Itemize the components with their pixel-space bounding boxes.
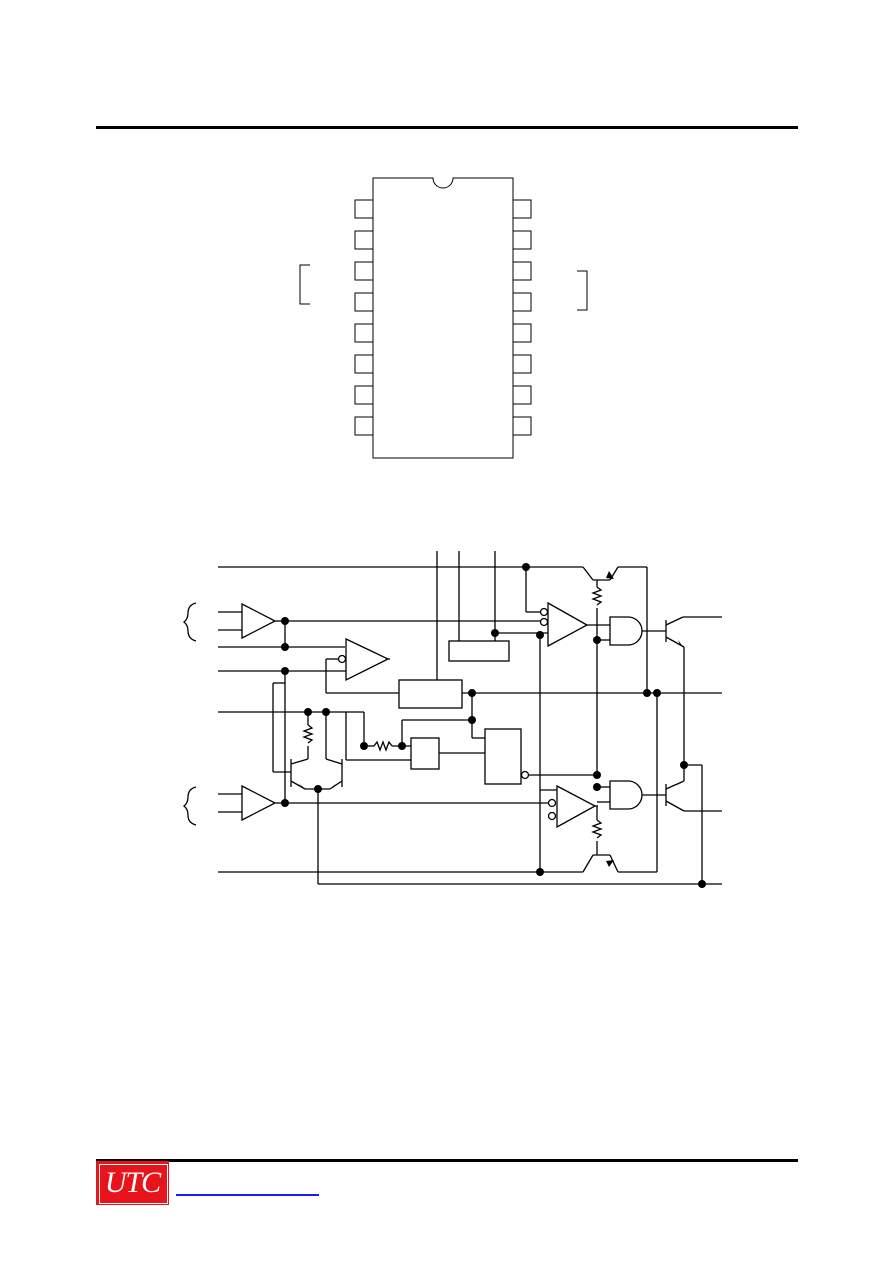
header-rule bbox=[96, 126, 798, 129]
footer-rule bbox=[96, 1159, 798, 1162]
right-pins bbox=[512, 199, 532, 436]
logo-text: UTC bbox=[104, 1166, 161, 1199]
pin-configuration-diagram bbox=[299, 177, 588, 459]
right-bracket bbox=[577, 270, 588, 311]
left-bracket bbox=[299, 264, 310, 305]
left-pins bbox=[354, 199, 374, 436]
ic-body bbox=[372, 177, 514, 459]
utc-logo: UTC bbox=[96, 1161, 169, 1205]
logo-frame bbox=[99, 1164, 168, 1204]
website-link[interactable] bbox=[176, 1194, 319, 1196]
